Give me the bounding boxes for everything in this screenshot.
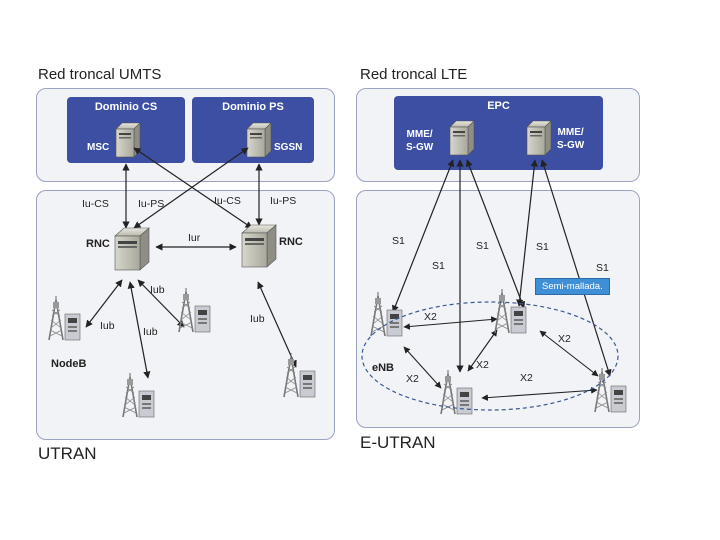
iub-label-1: Iub bbox=[150, 284, 165, 296]
sgsn-server-icon bbox=[246, 122, 272, 158]
x2-label-3: X2 bbox=[476, 359, 489, 371]
enb-tower-icon-3 bbox=[440, 369, 473, 415]
mme-sgw-left-label: MME/ S-GW bbox=[406, 129, 434, 153]
x2-label-4: X2 bbox=[558, 333, 571, 345]
iu-cs-label-2: Iu-CS bbox=[214, 195, 241, 207]
utran-label: UTRAN bbox=[38, 444, 97, 463]
rnc-left-label: RNC bbox=[86, 238, 110, 250]
iu-ps-label-2: Iu-PS bbox=[270, 195, 297, 207]
nodeb-tower-icon-2 bbox=[178, 287, 211, 333]
enb-tower-icon-2 bbox=[494, 288, 527, 334]
x2-links bbox=[403, 316, 599, 401]
semi-mesh-ellipse bbox=[361, 301, 619, 411]
iur-label: Iur bbox=[188, 232, 201, 244]
x2-label-5: X2 bbox=[520, 372, 533, 384]
rnc-right-icon bbox=[241, 224, 277, 268]
mme-sgw-right-label: MME/ S-GW bbox=[557, 127, 585, 151]
s1-label-2: S1 bbox=[432, 260, 445, 272]
lte-title: Red troncal LTE bbox=[360, 66, 468, 83]
rnc-right-label: RNC bbox=[279, 236, 303, 248]
umts-links bbox=[85, 147, 297, 379]
semi-mesh-note: Semi-mallada. bbox=[535, 278, 610, 295]
mme-sgw-right-server-icon bbox=[526, 120, 552, 156]
rnc-left-icon bbox=[114, 227, 150, 271]
eutran-label: E-UTRAN bbox=[360, 433, 436, 452]
nodeb-tower-icon-3 bbox=[122, 372, 155, 418]
iub-label-3: Iub bbox=[143, 326, 158, 338]
x2-label-1: X2 bbox=[424, 311, 437, 323]
nodeb-tower-icon-1 bbox=[48, 295, 81, 341]
enb-tower-icon-4 bbox=[594, 367, 627, 413]
s1-label-1: S1 bbox=[392, 235, 405, 247]
enb-label: eNB bbox=[372, 362, 395, 374]
epc-label: EPC bbox=[487, 100, 510, 112]
msc-server-icon bbox=[115, 122, 141, 158]
mme-sgw-left-server-icon bbox=[449, 120, 475, 156]
sgsn-label: SGSN bbox=[274, 142, 303, 153]
x2-label-2: X2 bbox=[406, 373, 419, 385]
ps-domain-label: Dominio PS bbox=[222, 101, 284, 113]
s1-label-5: S1 bbox=[596, 262, 609, 274]
iu-ps-label-1: Iu-PS bbox=[138, 198, 165, 210]
iu-cs-label-1: Iu-CS bbox=[82, 198, 109, 210]
s1-label-4: S1 bbox=[536, 241, 549, 253]
nodeb-tower-icon-4 bbox=[283, 352, 316, 398]
s1-links bbox=[392, 159, 612, 377]
s1-label-3: S1 bbox=[476, 240, 489, 252]
iub-label-2: Iub bbox=[100, 320, 115, 332]
cs-domain-label: Dominio CS bbox=[94, 101, 158, 113]
iub-label-4: Iub bbox=[250, 313, 265, 325]
umts-title: Red troncal UMTS bbox=[38, 66, 162, 83]
msc-label: MSC bbox=[87, 142, 110, 153]
enb-tower-icon-1 bbox=[370, 291, 403, 337]
epc-box: EPC MME/ S-GW MME/ S-GW bbox=[394, 96, 603, 170]
nodeb-label: NodeB bbox=[51, 358, 87, 370]
